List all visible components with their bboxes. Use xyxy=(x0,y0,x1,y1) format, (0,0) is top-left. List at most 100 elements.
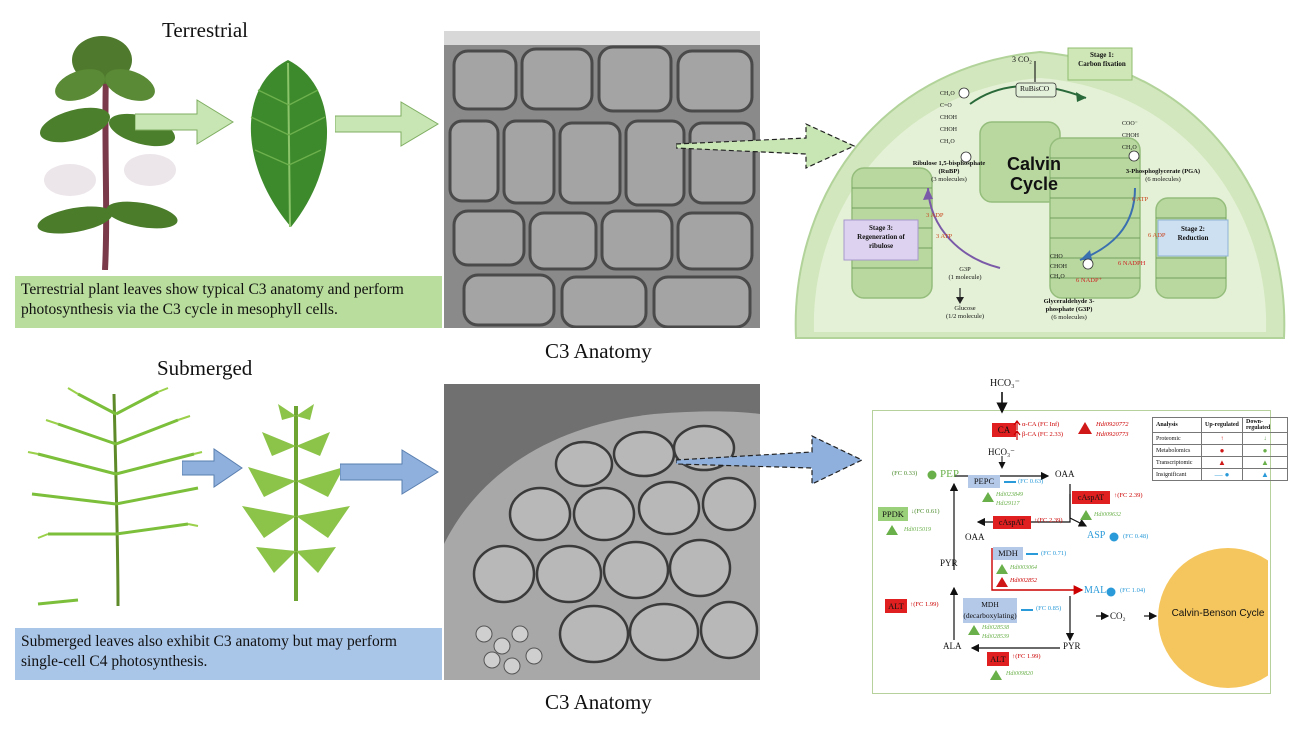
glucose-line1: Glucose xyxy=(954,305,976,312)
calvin-benson-circle xyxy=(1158,548,1268,688)
calvin-stage3-line1: Stage 3: xyxy=(869,224,893,232)
c4-mal: MAL xyxy=(1084,585,1107,596)
terrestrial-caption: Terrestrial plant leaves show typical C3… xyxy=(15,276,442,328)
c4-caspat-right-fc-text: (FC 2.39) xyxy=(1117,492,1143,499)
c4-mdh-triangle-green xyxy=(996,564,1008,574)
calvin-nadp6: 6 NADP⁺ xyxy=(1076,277,1103,284)
g3p-line2: phosphate (G3P) xyxy=(1045,306,1093,313)
calvin-cycle-diagram xyxy=(794,47,1286,339)
rubp-label: Ribulose 1,5-bisphosphate (RuBP) (3 mole… xyxy=(899,160,999,184)
g3p-choh: CHOH xyxy=(1050,264,1068,270)
c4-mdh-fc: (FC 0.71) xyxy=(1041,550,1067,557)
legend-metabolomics-down: ● xyxy=(1242,444,1288,457)
terrestrial-arrow-2 xyxy=(335,101,439,147)
c4-alt-bottom-fc-text: (FC 1.99) xyxy=(1015,653,1041,660)
c4-co2: CO₂ xyxy=(1110,611,1126,621)
c4-pep-circle xyxy=(927,470,937,480)
c4-gene-mdhd2: Hdi028539 xyxy=(982,634,1009,640)
c4-alt-bottom-fc: ↑(FC 1.99) xyxy=(1012,653,1041,660)
calvin-nadph6: 6 NADPH xyxy=(1118,260,1146,267)
c4-asp-fc: (FC 0.48) xyxy=(1123,533,1149,540)
c4-ca-up-arrows xyxy=(1013,420,1021,440)
c4-mal-fc: (FC 1.04) xyxy=(1120,587,1146,594)
c4-pep: PEP xyxy=(940,468,959,480)
c4-ca-alpha: α-CA (FC Inf) xyxy=(1022,421,1060,428)
c4-caspat-right-triangle xyxy=(1080,510,1092,520)
calvin-title-line1: Calvin xyxy=(1006,154,1062,174)
calvin-stage3-line3: ribulose xyxy=(868,242,894,250)
calvin-co2: 3 CO₂ xyxy=(1012,55,1032,64)
g3p-line1: Glyceraldehyde 3- xyxy=(1043,298,1095,305)
legend-header-up: Up-regulated xyxy=(1201,417,1243,433)
legend-row-insignificant: Insignificant xyxy=(1152,468,1202,481)
c4-mdh-triangle-red xyxy=(996,577,1008,587)
c4-pepc-fc: (FC 0.63) xyxy=(1018,478,1044,485)
pga-structure: COO⁻ CHOH CH₂O xyxy=(1122,118,1139,154)
rubp-line3: (3 molecules) xyxy=(931,176,967,183)
legend-metabolomics-up: ● xyxy=(1201,444,1243,457)
calvin-stage2: Stage 2: Reduction xyxy=(1158,225,1228,243)
c4-mdh-gene2: Hdi002852 xyxy=(1010,578,1037,584)
c4-mdh-dec-line1: MDH xyxy=(981,600,999,609)
rubp-structure: CH₂O C=O CHOH CHOH CH₂O xyxy=(940,88,957,148)
c4-caspat-right-arrow: ↑ xyxy=(1114,492,1118,499)
legend-header-analysis: Analysis xyxy=(1152,417,1202,433)
calvin-atp6: 6 ATP xyxy=(1132,196,1149,203)
c4-ppdk-arrow: ↓ xyxy=(911,508,915,515)
calvin-benson-label: Calvin-Benson Cycle xyxy=(1171,608,1265,619)
calvin-stage2-line1: Stage 2: xyxy=(1181,225,1205,233)
calvin-stage3-line2: Regeneration of xyxy=(857,233,905,241)
c4-alt-left-arrow: ↑ xyxy=(910,601,914,608)
legend-insignificant-a: — ● xyxy=(1201,468,1243,481)
c4-hco3-mid: HCO₃⁻ xyxy=(988,447,1015,457)
c4-mdh-dec-box: MDH (decarboxylating) xyxy=(963,598,1017,623)
submerged-plant-image xyxy=(27,387,203,607)
c4-pepc-triangle xyxy=(982,492,994,502)
legend-transcriptomic-up: ▲ xyxy=(1201,456,1243,469)
c4-asp-circle xyxy=(1109,532,1119,542)
c4-oaa-right: OAA xyxy=(1055,469,1075,479)
terrestrial-micrograph xyxy=(444,31,760,328)
calvin-adp6: 6 ADP xyxy=(1148,232,1166,239)
g3p-small-line1: G3P xyxy=(959,266,971,273)
c4-mdh-dec-triangle xyxy=(968,625,980,635)
g3p-small-line2: (1 molecule) xyxy=(948,274,982,281)
rubp-ch2o-1: CH₂O xyxy=(940,91,955,97)
c4-mdh-dec-dash xyxy=(1021,609,1033,611)
c4-oaa-left: OAA xyxy=(965,532,985,542)
c4-gene-pepc2: Hdi29117 xyxy=(996,501,1020,507)
legend-insignificant-b: ▲ xyxy=(1242,468,1288,481)
c4-mdh-dec-fc: (FC 0.85) xyxy=(1036,605,1062,612)
c4-pepc-dash xyxy=(1004,481,1016,483)
submerged-micro-label: C3 Anatomy xyxy=(545,690,652,714)
g3p-cho: CHO xyxy=(1050,254,1063,260)
c4-mal-circle xyxy=(1106,587,1116,597)
submerged-leaf-image xyxy=(242,404,350,601)
c4-mdh-dash xyxy=(1026,553,1038,555)
pga-line1: 3-Phosphoglycerate (PGA) xyxy=(1125,168,1201,175)
c4-alt-left-fc: ↑(FC 1.99) xyxy=(910,601,939,608)
c4-ppdk-fc-text: (FC 0.61) xyxy=(914,508,940,515)
c4-ppdk-fc: ↓(FC 0.61) xyxy=(911,508,940,515)
c4-caspat-mid-arrow: ↑ xyxy=(1034,517,1038,524)
rubp-choh-2: CHOH xyxy=(940,127,958,133)
g3p-structure: CHO CHOH CH₂O xyxy=(1050,252,1067,282)
c4-mdh-gene1: Hdi003064 xyxy=(1010,565,1037,571)
c4-alt-bottom-box: ALT xyxy=(987,652,1009,666)
c4-alt-gene: Hdi009820 xyxy=(1006,671,1033,677)
legend-row-metabolomics: Metabolomics xyxy=(1152,444,1202,457)
calvin-stage1-line2: Carbon fixation xyxy=(1078,60,1126,68)
rubp-ch2o-2: CH₂O xyxy=(940,139,955,145)
terrestrial-leaf-image xyxy=(250,60,328,228)
c4-pep-fc: (FC 0.33) xyxy=(892,470,918,477)
calvin-adp3: 3 ADP xyxy=(926,212,944,219)
c4-gene-mdhd1: Hdi028538 xyxy=(982,625,1009,631)
pga-label: 3-Phosphoglycerate (PGA) (6 molecules) xyxy=(1108,168,1218,184)
legend-proteomic-down: ↓ xyxy=(1242,432,1288,445)
c4-hco3-top: HCO₃⁻ xyxy=(990,378,1020,389)
c4-ca-genes: Hdi0920772 Hdi0920773 xyxy=(1096,420,1129,440)
calvin-title-line2: Cycle xyxy=(1009,174,1059,194)
c4-ca-box: CA xyxy=(992,423,1016,437)
c4-pyr-bottom: PYR xyxy=(1063,641,1081,651)
rubp-line2: (RuBP) xyxy=(938,168,960,175)
